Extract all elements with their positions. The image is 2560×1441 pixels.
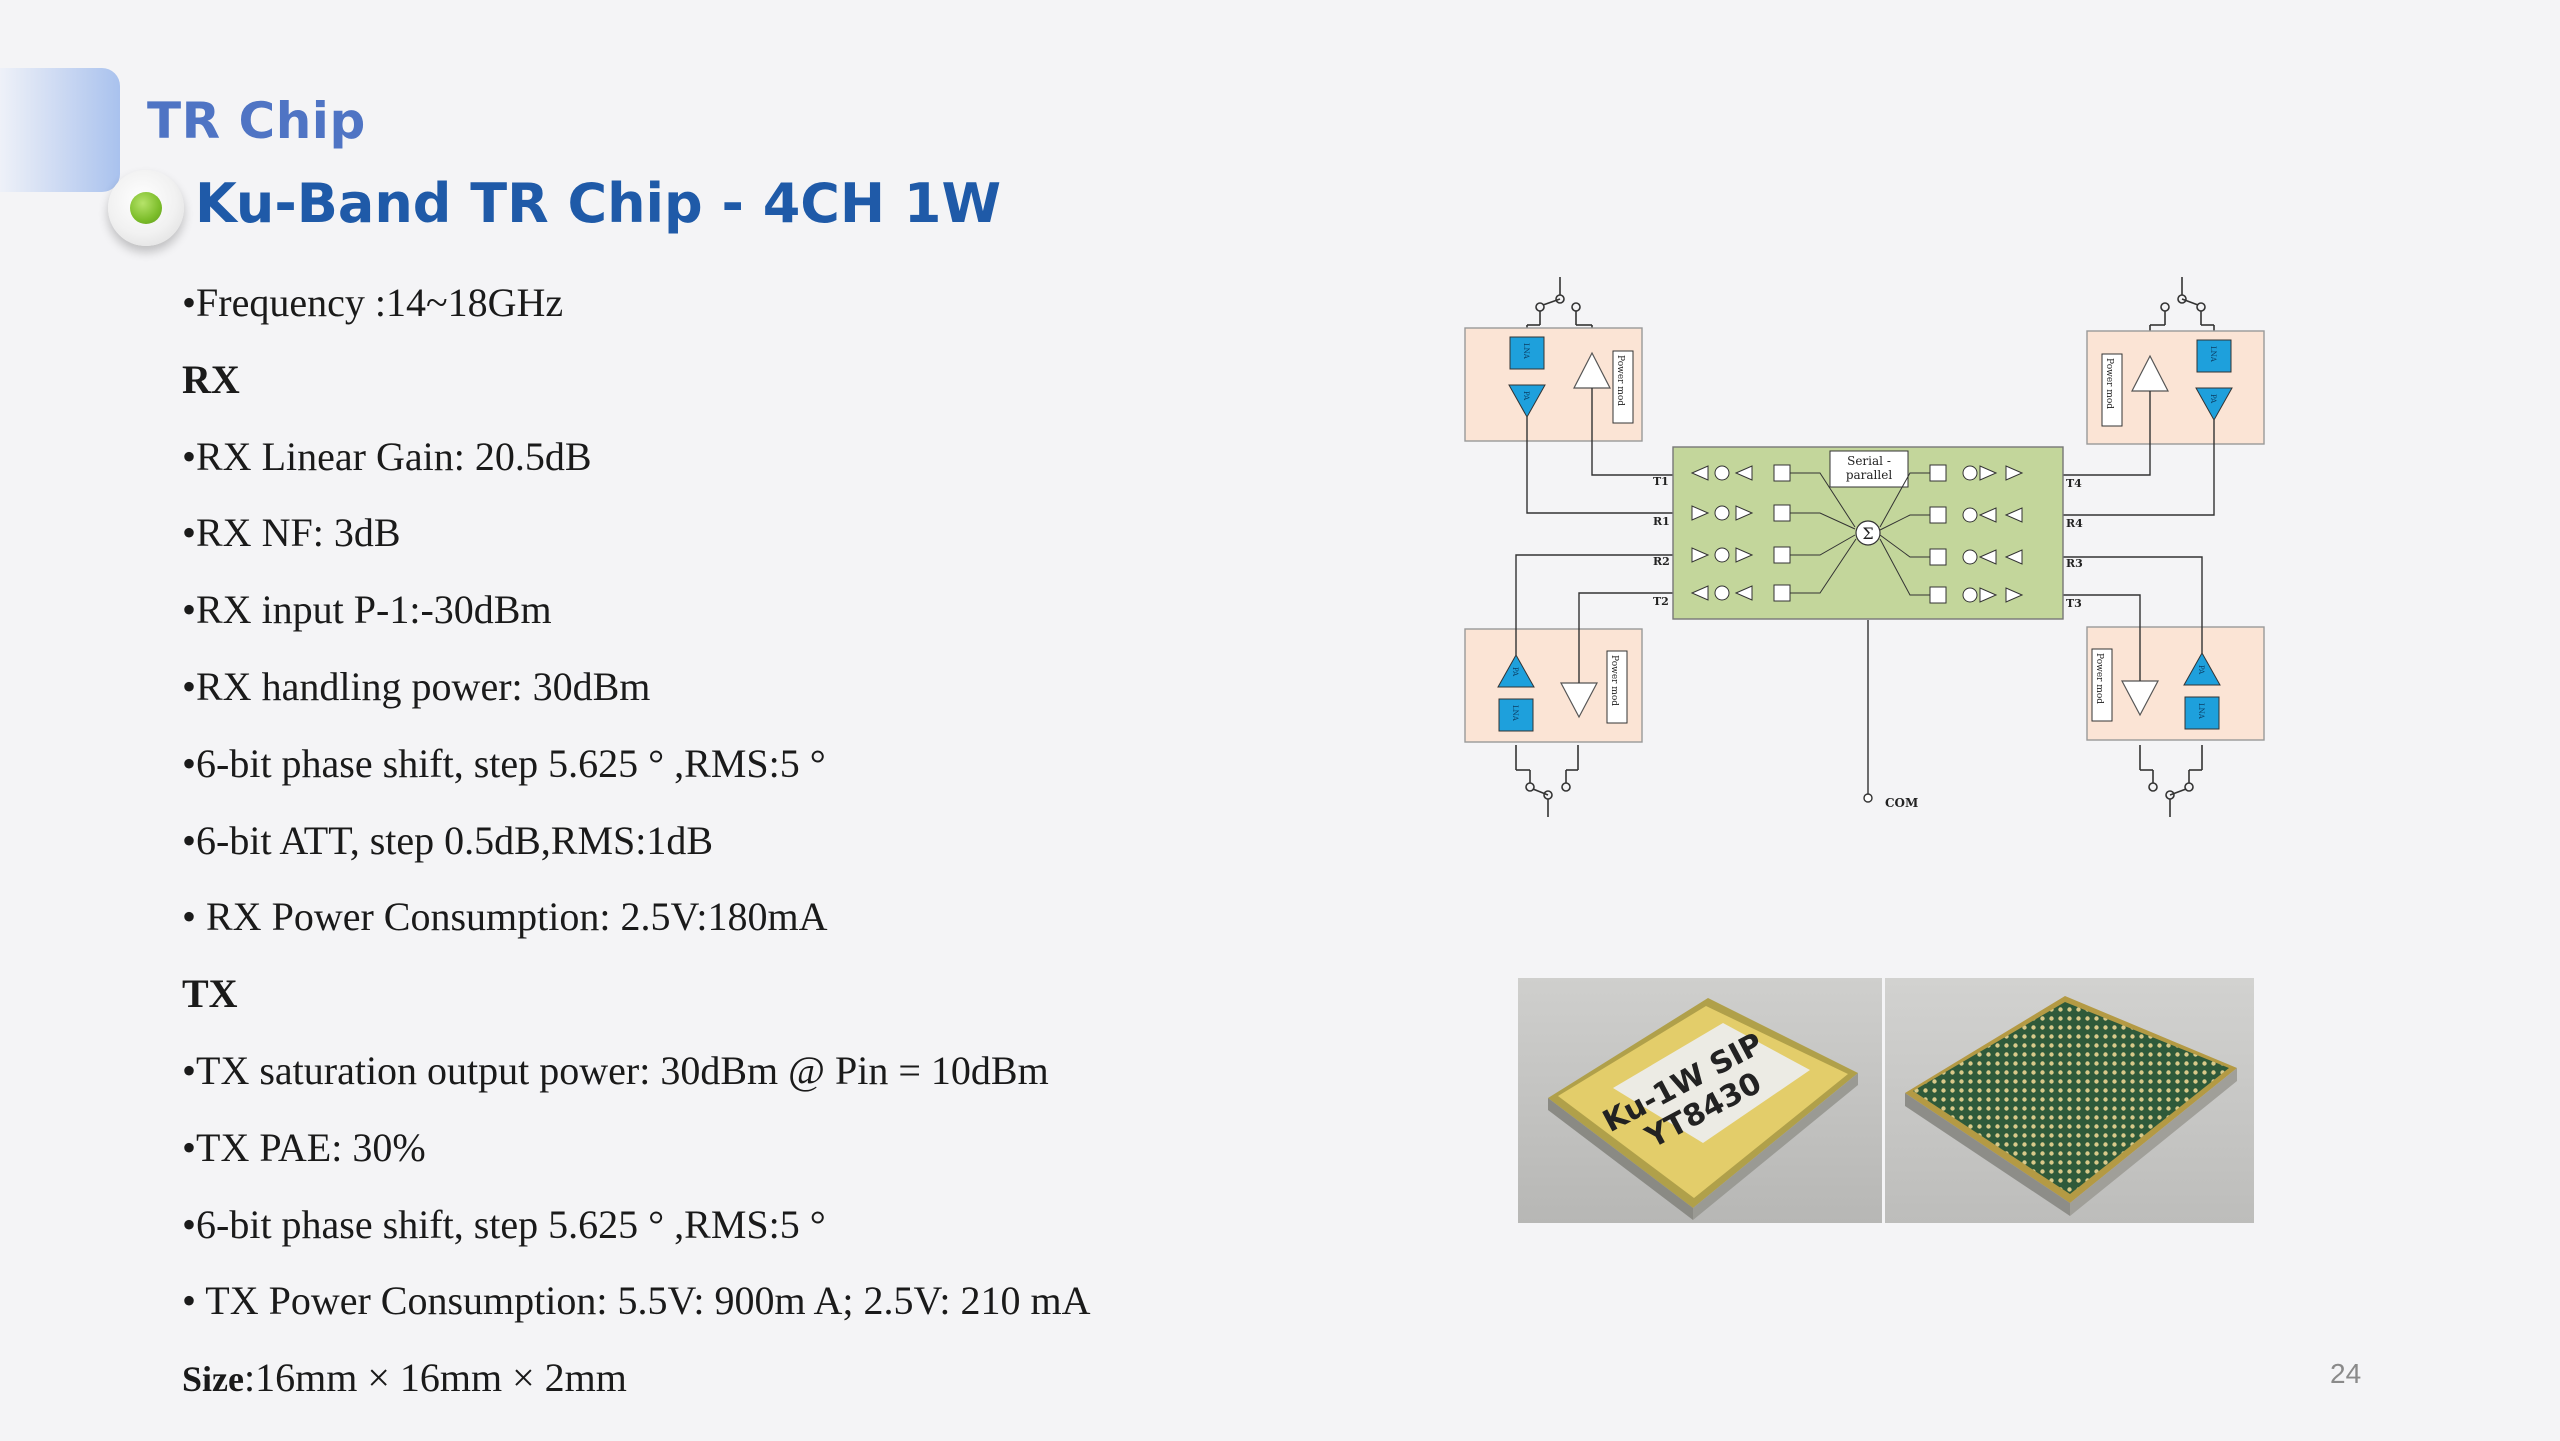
section-title: TR Chip bbox=[147, 92, 366, 150]
com-label: COM bbox=[1885, 796, 1918, 810]
port-label-t2: T2 bbox=[1653, 595, 1669, 608]
power-mod-label-bl: Power mod bbox=[1609, 655, 1619, 706]
spec-tx-power: • TX Power Consumption: 5.5V: 900m A; 2.… bbox=[182, 1278, 1091, 1324]
pa-label-br: PA bbox=[2197, 665, 2205, 675]
power-mod-label-br: Power mod bbox=[2094, 653, 2104, 704]
spec-heading-tx: TX bbox=[182, 971, 238, 1017]
pa-label-tr: PA bbox=[2209, 394, 2217, 404]
lna-label-bl: LNA bbox=[1511, 705, 1519, 722]
lna-label-tr: LNA bbox=[2209, 346, 2217, 363]
summation-node bbox=[1855, 520, 1881, 546]
chip-photo-top: Ku-1W SIP YT8430 bbox=[1518, 978, 1882, 1223]
title-bullet-icon bbox=[108, 170, 184, 246]
slide-title: Ku-Band TR Chip - 4CH 1W bbox=[195, 172, 1002, 235]
serial-parallel-block bbox=[1829, 450, 1909, 488]
spec-list: •Frequency :14~18GHz RX •RX Linear Gain:… bbox=[182, 272, 1432, 1424]
port-label-r2: R2 bbox=[1653, 555, 1670, 568]
spec-tx-pae: •TX PAE: 30% bbox=[182, 1124, 426, 1170]
port-label-r1: R1 bbox=[1653, 515, 1670, 528]
lna-label-br: LNA bbox=[2197, 703, 2205, 720]
spec-size-value: :16mm × 16mm × 2mm bbox=[243, 1355, 627, 1401]
pa-label-bl: PA bbox=[1511, 667, 1519, 677]
port-label-t1: T1 bbox=[1653, 475, 1669, 488]
spec-frequency: •Frequency :14~18GHz bbox=[182, 280, 564, 325]
block-diagram: Power mod Power mod Power mod Power mod … bbox=[1464, 277, 2265, 817]
spec-size-label: Size bbox=[182, 1359, 244, 1400]
chip-photo-bottom bbox=[1885, 978, 2254, 1223]
spec-heading-rx: RX bbox=[182, 356, 240, 402]
port-label-t3: T3 bbox=[2066, 597, 2082, 610]
spec-rx-gain: •RX Linear Gain: 20.5dB bbox=[182, 433, 592, 479]
spec-rx-phase-shift: •6-bit phase shift, step 5.625 ° ,RMS:5 … bbox=[182, 740, 826, 786]
page-number: 24 bbox=[2330, 1358, 2362, 1389]
spec-tx-phase-shift: •6-bit phase shift, step 5.625 ° ,RMS:5 … bbox=[182, 1201, 826, 1247]
serial-label-line1: Serial - bbox=[1847, 454, 1891, 468]
spec-rx-power: • RX Power Consumption: 2.5V:180mA bbox=[182, 894, 828, 940]
port-label-r3: R3 bbox=[2066, 557, 2083, 570]
spec-rx-p1: •RX input P-1:-30dBm bbox=[182, 587, 552, 633]
spec-rx-nf: •RX NF: 3dB bbox=[182, 510, 401, 556]
lna-label-tl: LNA bbox=[1522, 343, 1530, 360]
power-mod-label-tl: Power mod bbox=[1615, 355, 1625, 406]
pa-label-tl: PA bbox=[1522, 391, 1530, 401]
port-label-r4: R4 bbox=[2066, 517, 2083, 530]
port-label-t4: T4 bbox=[2066, 477, 2082, 490]
spec-tx-sat-power: •TX saturation output power: 30dBm @ Pin… bbox=[182, 1047, 1049, 1093]
corner-tab-decoration bbox=[0, 68, 120, 192]
power-mod-label-tr: Power mod bbox=[2104, 358, 2114, 409]
spec-rx-handling-power: •RX handling power: 30dBm bbox=[182, 663, 651, 709]
spec-size: Size:16mm × 16mm × 2mm bbox=[182, 1347, 1432, 1424]
serial-label-line2: parallel bbox=[1846, 468, 1893, 482]
module-bottom-right bbox=[2086, 626, 2265, 741]
spec-rx-att: •6-bit ATT, step 0.5dB,RMS:1dB bbox=[182, 817, 714, 863]
sum-symbol: Σ bbox=[1862, 524, 1873, 543]
